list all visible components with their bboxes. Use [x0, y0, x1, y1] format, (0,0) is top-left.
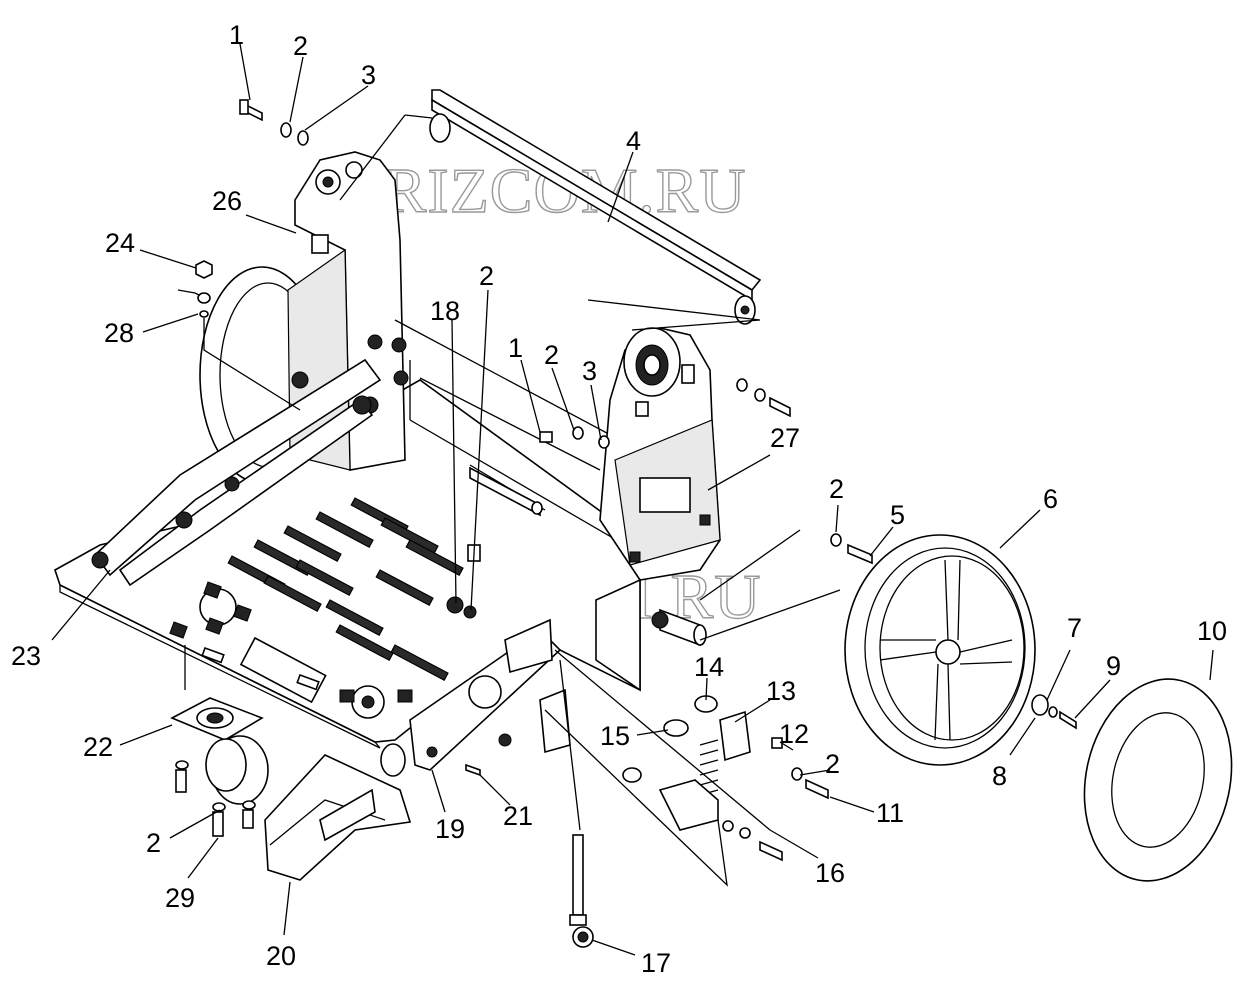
callout-2-caster: 2 — [146, 828, 161, 858]
floor-slots — [227, 497, 464, 682]
callout-5: 5 — [890, 500, 905, 530]
callout-1-top: 1 — [229, 20, 244, 50]
callout-14: 14 — [694, 652, 724, 682]
callout-2-spring: 2 — [825, 749, 840, 779]
wheel-cover — [1083, 678, 1233, 882]
callout-1-mid: 1 — [508, 333, 523, 363]
callout-19: 19 — [435, 814, 465, 844]
base-fittings — [169, 581, 413, 719]
wheel — [844, 534, 1036, 766]
callout-24: 24 — [105, 228, 135, 258]
callout-17: 17 — [641, 948, 671, 978]
callout-labels: 1 2 3 4 26 24 28 18 2 1 2 3 27 2 5 6 7 9… — [11, 20, 1227, 978]
callout-2-top: 2 — [293, 31, 308, 61]
caster-wheel — [170, 697, 269, 837]
wheel-bolt — [830, 533, 873, 565]
mid-shaft — [446, 426, 610, 619]
callout-8: 8 — [992, 761, 1007, 791]
callout-18: 18 — [430, 296, 460, 326]
callout-20: 20 — [266, 941, 296, 971]
callout-26: 26 — [212, 186, 242, 216]
callout-23: 23 — [11, 641, 41, 671]
callout-15: 15 — [600, 721, 630, 751]
callout-28: 28 — [104, 318, 134, 348]
leader-lines — [51, 43, 1214, 956]
ground-wire-nut — [177, 260, 301, 411]
top-crossbar — [429, 89, 762, 325]
callout-6: 6 — [1043, 484, 1058, 514]
spring-assembly — [504, 618, 829, 862]
callout-29: 29 — [165, 883, 195, 913]
callout-7: 7 — [1067, 613, 1082, 643]
right-side-panel — [595, 327, 721, 692]
callout-12: 12 — [779, 719, 809, 749]
callout-4: 4 — [626, 126, 641, 156]
right-bolt-stack — [736, 378, 791, 418]
callout-2-wheel: 2 — [829, 474, 844, 504]
axle-stub — [651, 608, 707, 647]
callout-22: 22 — [83, 732, 113, 762]
top-bolt-stack — [239, 99, 309, 146]
handle-arms — [91, 358, 382, 587]
callout-3-top: 3 — [361, 60, 376, 90]
callout-16: 16 — [815, 858, 845, 888]
callout-2-mid-b: 2 — [544, 340, 559, 370]
adjuster-pin — [569, 834, 594, 948]
callout-2-mid: 2 — [479, 261, 494, 291]
callout-10: 10 — [1197, 616, 1227, 646]
bracket-guard — [264, 754, 412, 881]
callout-9: 9 — [1106, 651, 1121, 681]
callout-3-mid: 3 — [582, 356, 597, 386]
callout-21: 21 — [503, 801, 533, 831]
callout-27: 27 — [770, 423, 800, 453]
callout-13: 13 — [766, 676, 796, 706]
wheel-hardware — [1031, 694, 1077, 730]
callout-11: 11 — [876, 798, 904, 828]
